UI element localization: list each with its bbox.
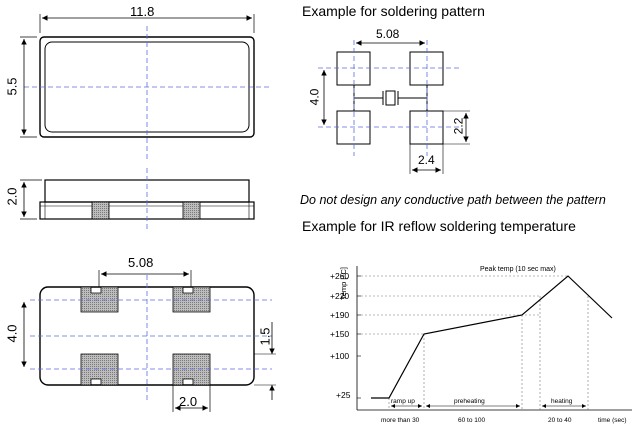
conductive-path-warning: Do not design any conductive path betwee… [300, 193, 606, 207]
heading-ir-reflow: Example for IR reflow soldering temperat… [302, 218, 576, 234]
dim-label-land-height: 2.2 [451, 117, 466, 135]
dim-label-pad-height: 1.5 [257, 327, 273, 346]
y-tick-100: +100 [330, 351, 349, 361]
top-view [20, 14, 272, 160]
side-view [20, 168, 255, 230]
y-axis-label: Temp [°C] [339, 267, 348, 300]
dim-label-length: 11.8 [130, 4, 155, 19]
land-pattern [318, 40, 470, 174]
bottom-view [21, 270, 276, 412]
dim-label-height: 2.0 [4, 187, 20, 206]
temperature-profile-curve [371, 275, 613, 399]
dim-label-pad-pitch: 5.08 [128, 255, 154, 270]
peak-label: Peak temp (10 sec max) [480, 266, 556, 273]
dim-label-land-pitch: 5.08 [376, 27, 400, 41]
heading-soldering-pattern: Example for soldering pattern [302, 3, 485, 19]
dim-label-width: 5.5 [4, 77, 20, 96]
package-lid-side [44, 179, 250, 203]
crystal-symbol [380, 90, 401, 106]
y-tick-260: +260 [330, 271, 349, 281]
y-tick-150: +150 [330, 329, 349, 339]
dim-label-row-spacing: 4.0 [4, 324, 20, 343]
y-tick-25: +25 [336, 390, 351, 400]
x-axis-label: time (sec) [598, 417, 627, 424]
x-label-ramp: more than 30 [381, 417, 420, 424]
land-bottom-left [336, 110, 371, 145]
y-tick-190: +190 [330, 310, 349, 320]
dim-label-land-width: 2.4 [418, 153, 435, 167]
y-tick-220: +220 [330, 291, 349, 301]
bottom-pad-top-right [172, 286, 211, 313]
side-pad-right [182, 201, 201, 220]
dim-label-land-row: 4.0 [307, 88, 322, 106]
zone-preheating: preheating [454, 398, 485, 405]
land-bottom-right [409, 110, 444, 145]
zone-heating: heating [551, 398, 573, 405]
land-top-right [409, 51, 444, 86]
zone-ramp-up: ramp up [391, 398, 415, 405]
bottom-pad-top-left [80, 286, 119, 313]
x-label-heating: 20 to 40 [548, 417, 572, 424]
side-pad-left [91, 201, 110, 220]
reflow-profile-chart: Temp [°C] +260 +220 +190 +150 +100 +25 P… [330, 266, 632, 424]
land-top-left [336, 51, 371, 86]
x-label-preheat: 60 to 100 [458, 417, 485, 424]
bottom-pad-bottom-right [172, 353, 211, 386]
bottom-pad-bottom-left [80, 353, 119, 386]
dim-label-pad-width: 2.0 [179, 394, 198, 409]
